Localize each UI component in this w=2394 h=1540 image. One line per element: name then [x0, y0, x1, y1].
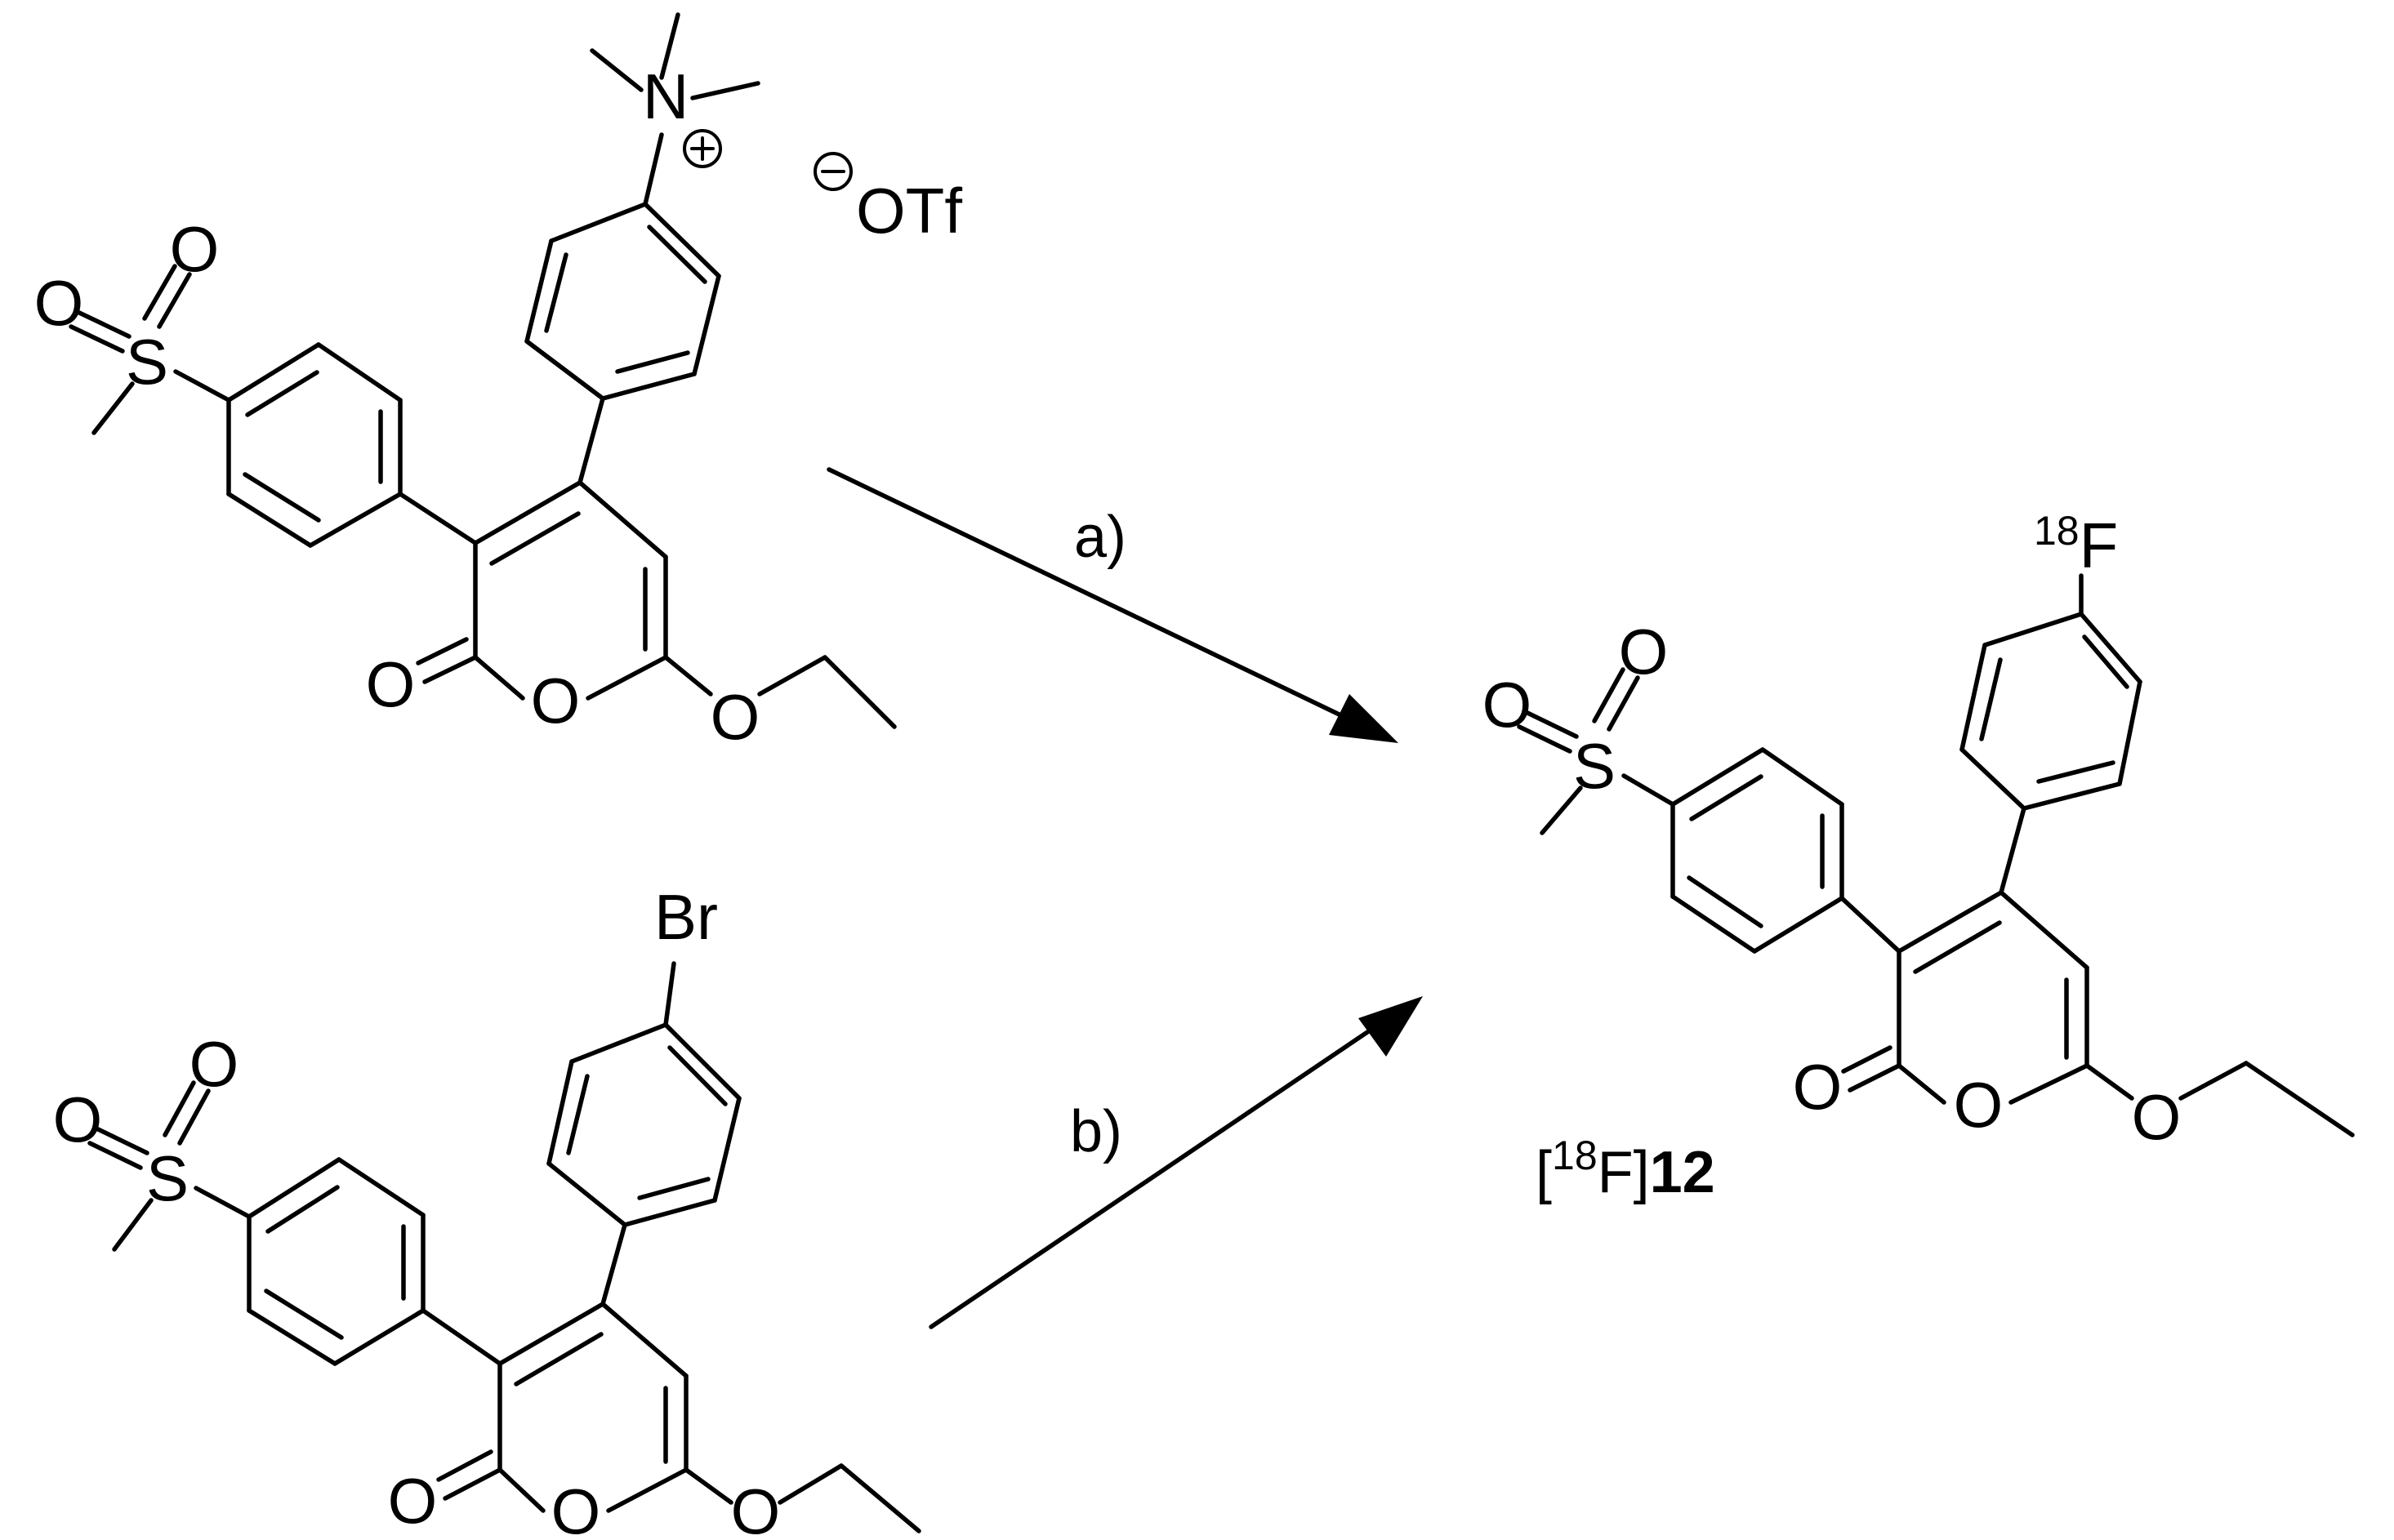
nitrogen-atom: N [643, 60, 689, 132]
oxo-oxygen-atom: O [34, 267, 84, 339]
arrow-b-label: b) [1070, 1099, 1122, 1164]
arrowhead-icon [1329, 694, 1398, 743]
product-labels: S O O O O O 18F [18F]12 [1482, 508, 2182, 1205]
product-structure [1517, 573, 2355, 1137]
compound-label: [18F]12 [1536, 1133, 1715, 1205]
mass-number: 18 [2034, 508, 2080, 554]
arrowhead-icon [1358, 996, 1423, 1057]
carbonyl-oxygen-atom: O [388, 1465, 438, 1537]
oxo-oxygen-atom: O [1619, 616, 1669, 688]
arrow-a-label: a) [1074, 505, 1126, 570]
label-mass-number: 18 [1552, 1133, 1598, 1178]
label-compound-number: 12 [1650, 1140, 1715, 1205]
ring-oxygen-atom: O [1954, 1069, 2004, 1141]
reactant-bromide-structure [87, 961, 921, 1533]
carbonyl-oxygen-atom: O [366, 648, 416, 720]
reactant-ammonium-labels: S O O O O O N OTf [34, 60, 963, 753]
oxo-oxygen-atom: O [170, 213, 220, 285]
ethoxy-oxygen-atom: O [731, 1475, 781, 1540]
bracket-open: [ [1536, 1140, 1552, 1205]
reaction-arrow-a: a) [827, 467, 1398, 743]
bromine-atom: Br [654, 881, 718, 953]
ring-oxygen-atom: O [531, 665, 581, 737]
oxo-oxygen-atom: O [1482, 669, 1532, 741]
reactant-bromide-labels: S O O O O O Br [53, 881, 781, 1540]
label-element: F] [1598, 1140, 1650, 1205]
sulfur-atom: S [1573, 730, 1616, 802]
oxo-oxygen-atom: O [53, 1084, 103, 1155]
reactant-ammonium-structure [69, 12, 897, 729]
carbonyl-oxygen-atom: O [1793, 1051, 1843, 1123]
ethoxy-oxygen-atom: O [711, 681, 760, 753]
reaction-arrow-b: b) [929, 996, 1423, 1329]
sulfur-atom: S [126, 326, 168, 398]
triflate-counterion: OTf [856, 175, 962, 247]
oxo-oxygen-atom: O [189, 1028, 239, 1100]
ring-oxygen-atom: O [551, 1475, 601, 1540]
sulfur-atom: S [146, 1142, 189, 1214]
ethoxy-oxygen-atom: O [2132, 1081, 2182, 1153]
element-symbol: F [2080, 510, 2119, 581]
fluorine-18-atom: 18F [2034, 508, 2118, 581]
